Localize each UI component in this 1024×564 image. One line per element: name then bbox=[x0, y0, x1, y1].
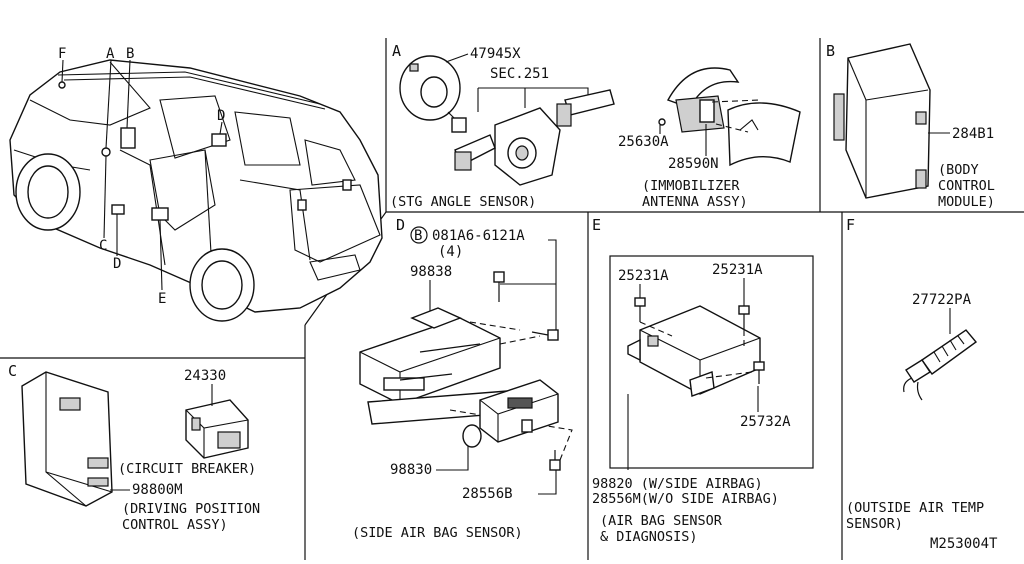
part-bolt-qty: (4) bbox=[438, 244, 463, 260]
part-28556b: 28556B bbox=[462, 486, 513, 502]
vehicle-callout-c: C bbox=[99, 238, 107, 254]
screw-lower bbox=[753, 361, 765, 384]
vehicle-callout-d-lower: D bbox=[113, 256, 121, 272]
driving-position-control-module-part bbox=[21, 371, 113, 507]
side-airbag-sensor-part bbox=[462, 379, 559, 448]
part-27722pa: 27722PA bbox=[912, 292, 972, 308]
body-control-module-part bbox=[833, 43, 931, 199]
section-e-letter: E bbox=[592, 216, 601, 234]
caption-bcm-line3: MODULE) bbox=[938, 194, 995, 210]
outside-air-temp-sensor-part bbox=[903, 329, 978, 401]
section-d: D B 081A6-6121A (4) 98838 bbox=[352, 216, 573, 541]
caption-airbag-sensor-line1: (AIR BAG SENSOR bbox=[600, 513, 723, 529]
airbag-sensor-frame bbox=[609, 255, 814, 469]
vehicle-callout-d-upper: D bbox=[217, 108, 225, 124]
caption-immobilizer-line1: (IMMOBILIZER bbox=[642, 178, 740, 194]
section-d-letter: D bbox=[396, 216, 405, 234]
part-98820-line: 98820 (W/SIDE AIRBAG) bbox=[592, 476, 763, 492]
screw-left bbox=[634, 297, 646, 322]
section-c: C 24330 (CIRCUIT BREAKER) 98800M (DRIVIN… bbox=[8, 362, 260, 533]
section-a: A 47945X SEC.251 (STG ANGLE SENSOR) bbox=[390, 42, 615, 210]
part-98838: 98838 bbox=[410, 264, 452, 280]
section-b: B 284B1 (BODY CONTROL MODULE) bbox=[826, 42, 995, 210]
bolt-right bbox=[531, 329, 559, 341]
section-f: F 27722PA (OUTSIDE AIR TEMP SENSOR) bbox=[846, 216, 984, 532]
circuit-breaker-part bbox=[185, 399, 249, 459]
section-immobilizer: 25630A 28590N (IMMOBILIZER ANTENNA ASSY) bbox=[618, 67, 801, 210]
section-e: E 25231A 25231A 25732A bbox=[592, 216, 814, 545]
caption-outside-air-temp-line1: (OUTSIDE AIR TEMP bbox=[846, 500, 984, 516]
caption-bcm-line2: CONTROL bbox=[938, 178, 995, 194]
part-98800m: 98800M bbox=[132, 482, 183, 498]
stg-angle-sensor-part bbox=[399, 55, 467, 133]
bolt-lower bbox=[549, 450, 561, 471]
caption-bcm-line1: (BODY bbox=[938, 162, 979, 178]
caption-driving-position-line1: (DRIVING POSITION bbox=[122, 501, 260, 517]
airbag-diagnosis-unit-part bbox=[627, 305, 761, 397]
caption-side-airbag-sensor: (SIDE AIR BAG SENSOR) bbox=[352, 525, 523, 541]
vehicle-callout-b: B bbox=[126, 46, 134, 62]
panel-dividers bbox=[0, 38, 1024, 560]
caption-airbag-sensor-line2: & DIAGNOSIS) bbox=[600, 529, 698, 545]
part-25630a: 25630A bbox=[618, 134, 669, 150]
immobilizer-antenna-part bbox=[658, 67, 801, 167]
section-b-letter: B bbox=[826, 42, 835, 60]
vehicle-callout-a: A bbox=[106, 46, 115, 62]
part-25231a-left: 25231A bbox=[618, 268, 669, 284]
part-sec-251: SEC.251 bbox=[490, 66, 549, 82]
vehicle-illustration: F A B D C D E bbox=[9, 46, 383, 322]
bolt-mark-letter: B bbox=[414, 228, 422, 244]
caption-outside-air-temp-line2: SENSOR) bbox=[846, 516, 903, 532]
bolt-upper bbox=[493, 271, 505, 302]
vehicle-callout-e: E bbox=[158, 291, 166, 307]
vehicle-callout-f: F bbox=[58, 46, 66, 62]
part-25231a-right: 25231A bbox=[712, 262, 763, 278]
section-f-letter: F bbox=[846, 216, 855, 234]
bolt-mark-circle bbox=[410, 226, 428, 244]
part-284b1: 284B1 bbox=[952, 126, 994, 142]
part-28556m-line: 28556M(W/O SIDE AIRBAG) bbox=[592, 491, 779, 507]
diagram-id: M253004T bbox=[930, 536, 998, 552]
caption-immobilizer-line2: ANTENNA ASSY) bbox=[642, 194, 748, 210]
part-47945x: 47945X bbox=[470, 46, 521, 62]
caption-stg-angle-sensor: (STG ANGLE SENSOR) bbox=[390, 194, 536, 210]
screw-right bbox=[738, 305, 750, 330]
part-98830: 98830 bbox=[390, 462, 432, 478]
combination-switch-part bbox=[454, 89, 615, 186]
part-081a6-6121a: 081A6-6121A bbox=[432, 228, 525, 244]
caption-circuit-breaker: (CIRCUIT BREAKER) bbox=[118, 461, 256, 477]
part-24330: 24330 bbox=[184, 368, 226, 384]
part-28590n: 28590N bbox=[668, 156, 719, 172]
part-25732a: 25732A bbox=[740, 414, 791, 430]
caption-driving-position-line2: CONTROL ASSY) bbox=[122, 517, 228, 533]
section-c-letter: C bbox=[8, 362, 17, 380]
section-a-letter: A bbox=[392, 42, 401, 60]
